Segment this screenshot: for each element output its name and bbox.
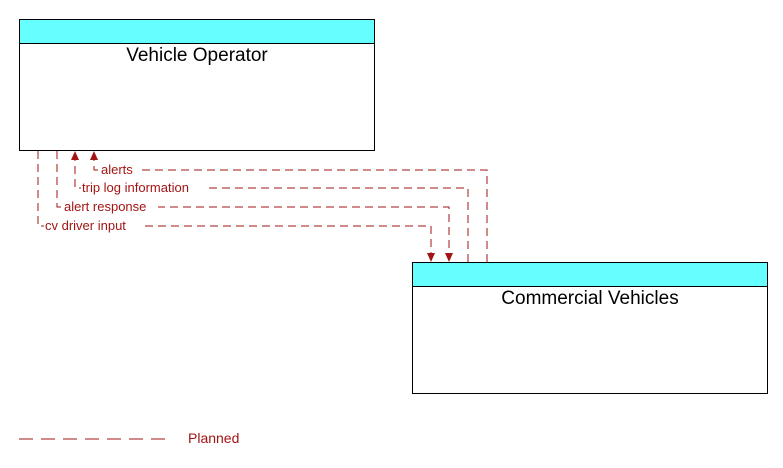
legend-planned-label: Planned xyxy=(188,430,240,446)
vehicle-operator-box[interactable]: Vehicle Operator xyxy=(19,19,375,151)
flow-line-cv-driver-input xyxy=(37,151,432,256)
cv-driver-input-arrowhead xyxy=(427,253,435,262)
vehicle-operator-title: Vehicle Operator xyxy=(126,45,268,66)
flow-line-alert-response xyxy=(56,151,450,256)
flow-label-alert-response: alert response xyxy=(64,199,146,214)
flow-label-cv-driver-input: cv driver input xyxy=(45,218,126,233)
commercial-vehicles-title: Commercial Vehicles xyxy=(501,288,679,309)
commercial-vehicles-header xyxy=(413,263,767,287)
flow-label-alerts: alerts xyxy=(101,162,133,177)
alert-response-arrowhead xyxy=(445,253,453,262)
flow-line-trip-log-information xyxy=(74,155,469,262)
trip-log-information-arrowhead xyxy=(71,151,79,160)
commercial-vehicles-box[interactable]: Commercial Vehicles xyxy=(412,262,768,394)
flow-label-trip-log-information: trip log information xyxy=(82,180,189,195)
vehicle-operator-header xyxy=(20,20,374,44)
flow-line-alerts xyxy=(93,155,488,262)
alerts-arrowhead xyxy=(90,151,98,160)
